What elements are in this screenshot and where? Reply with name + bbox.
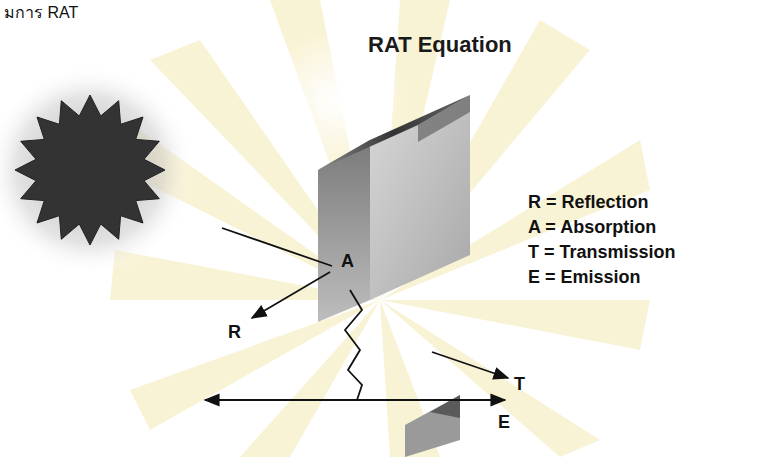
- callout-letter: E: [498, 412, 510, 433]
- emission-arrow: [357, 399, 505, 401]
- callout-letter: R: [228, 322, 241, 343]
- incident-ray: [222, 228, 332, 266]
- sun-glow: [0, 65, 195, 275]
- sun: [15, 95, 165, 245]
- key-line: T = Transmission: [528, 242, 676, 263]
- emission-arrow: [205, 399, 357, 401]
- callout-letter: A: [341, 251, 354, 272]
- absorbed-path: [345, 290, 362, 400]
- key-line: E = Emission: [528, 267, 641, 288]
- diagram-title: RAT Equation: [368, 32, 512, 57]
- callout-letter: T: [514, 374, 525, 395]
- reflected-ray: [252, 272, 330, 318]
- transmitted-ray: [432, 352, 508, 378]
- slab: [318, 95, 470, 457]
- key-line: A = Absorption: [528, 217, 656, 238]
- rays: [205, 228, 508, 400]
- key-line: R = Reflection: [528, 192, 649, 213]
- page-heading: มการ RAT: [4, 4, 78, 22]
